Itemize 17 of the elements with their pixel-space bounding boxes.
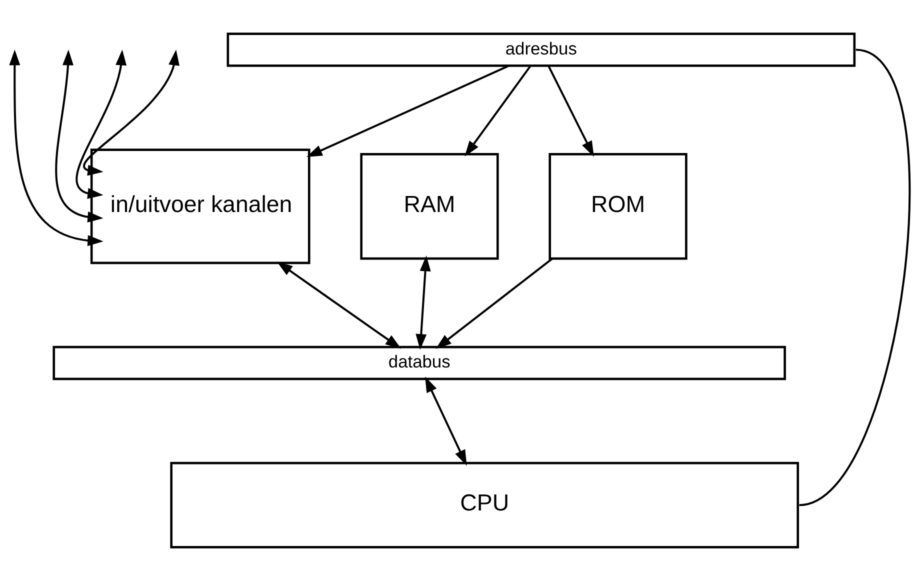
arrow xyxy=(9,49,104,246)
arrow xyxy=(55,49,104,222)
arrow xyxy=(416,255,431,350)
arrow xyxy=(436,257,554,348)
node-box: in/uitvoer kanalen xyxy=(90,148,310,264)
arrow xyxy=(464,64,532,156)
node-box: databus xyxy=(52,345,786,380)
arrow xyxy=(425,376,467,466)
arrow xyxy=(76,49,127,198)
arrow xyxy=(276,261,402,348)
node-box: RAM xyxy=(360,152,499,260)
arrow xyxy=(83,49,180,176)
arrow xyxy=(548,64,594,156)
node-box: CPU xyxy=(170,461,800,548)
arrow xyxy=(306,64,509,157)
node-box: adresbus xyxy=(226,32,856,66)
node-box: ROM xyxy=(548,152,688,260)
